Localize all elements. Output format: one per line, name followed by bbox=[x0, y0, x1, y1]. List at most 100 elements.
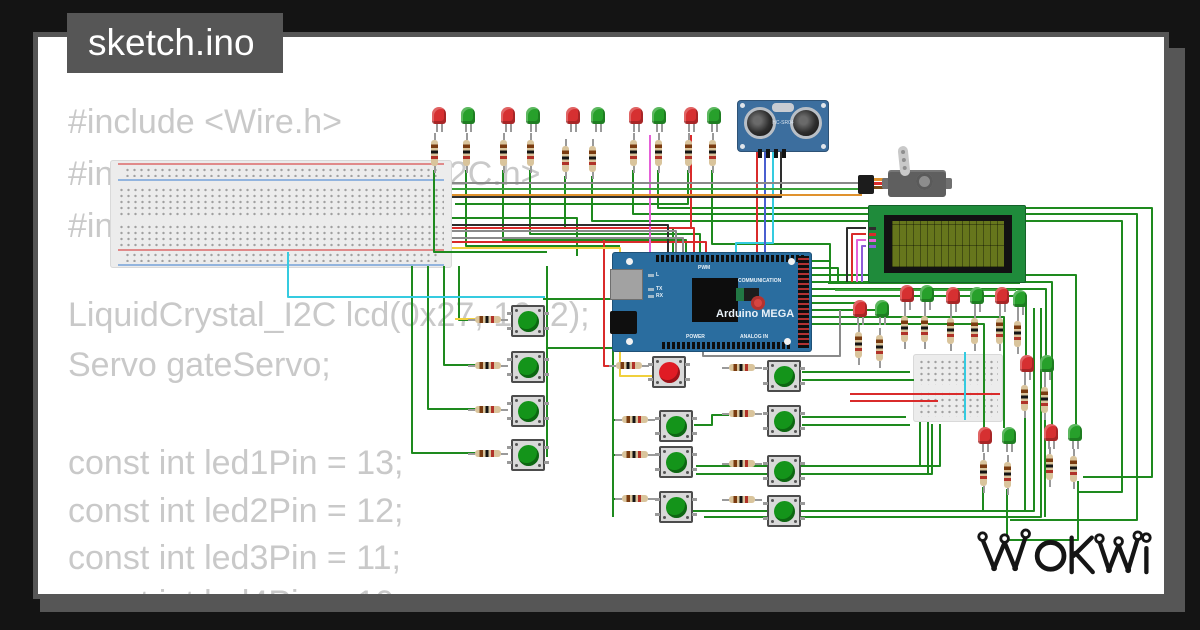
resistor[interactable] bbox=[722, 364, 762, 371]
led-green[interactable] bbox=[1068, 424, 1082, 450]
led-red[interactable] bbox=[900, 285, 914, 311]
resistor[interactable] bbox=[630, 133, 637, 173]
pushbutton-green[interactable] bbox=[763, 405, 805, 437]
mounting-hole bbox=[740, 103, 745, 108]
resistor[interactable] bbox=[615, 495, 655, 502]
resistor[interactable] bbox=[562, 139, 569, 179]
led-red[interactable] bbox=[566, 107, 580, 133]
resistor[interactable] bbox=[1041, 380, 1048, 420]
resistor[interactable] bbox=[463, 133, 470, 173]
button-cap[interactable] bbox=[517, 356, 539, 378]
resistor[interactable] bbox=[722, 410, 762, 417]
resistor[interactable] bbox=[1046, 447, 1053, 487]
resistor[interactable] bbox=[971, 311, 978, 351]
led-green[interactable] bbox=[652, 107, 666, 133]
button-cap[interactable] bbox=[517, 310, 539, 332]
pushbutton-green[interactable] bbox=[507, 395, 549, 427]
led-red[interactable] bbox=[1044, 424, 1058, 450]
led-green[interactable] bbox=[591, 107, 605, 133]
pushbutton-green[interactable] bbox=[655, 491, 697, 523]
resistor[interactable] bbox=[615, 451, 655, 458]
pushbutton-green[interactable] bbox=[507, 439, 549, 471]
pushbutton-green[interactable] bbox=[763, 495, 805, 527]
led-red[interactable] bbox=[946, 287, 960, 313]
led-red[interactable] bbox=[1020, 355, 1034, 381]
resistor[interactable] bbox=[468, 316, 508, 323]
led-green[interactable] bbox=[1002, 427, 1016, 453]
resistor[interactable] bbox=[709, 133, 716, 173]
led-red[interactable] bbox=[978, 427, 992, 453]
led-green[interactable] bbox=[875, 300, 889, 326]
resistor[interactable] bbox=[996, 311, 1003, 351]
breadboard[interactable] bbox=[110, 160, 452, 268]
resistor[interactable] bbox=[468, 450, 508, 457]
button-leg bbox=[763, 462, 768, 465]
filename-badge: sketch.ino bbox=[67, 13, 283, 73]
ultrasonic-sensor-hcsr04[interactable]: HC-SR04 bbox=[737, 100, 829, 158]
led-red[interactable] bbox=[684, 107, 698, 133]
pushbutton-green[interactable] bbox=[655, 410, 697, 442]
resistor[interactable] bbox=[468, 362, 508, 369]
button-cap[interactable] bbox=[665, 496, 687, 518]
resistor[interactable] bbox=[1014, 314, 1021, 354]
resistor[interactable] bbox=[655, 133, 662, 173]
led-green[interactable] bbox=[707, 107, 721, 133]
button-cap[interactable] bbox=[773, 500, 795, 522]
led-red[interactable] bbox=[501, 107, 515, 133]
resistor[interactable] bbox=[1021, 378, 1028, 418]
led-bulb bbox=[707, 107, 721, 124]
pushbutton-green[interactable] bbox=[763, 455, 805, 487]
led-green[interactable] bbox=[970, 287, 984, 313]
resistor[interactable] bbox=[500, 133, 507, 173]
button-cap[interactable] bbox=[665, 415, 687, 437]
button-cap[interactable] bbox=[658, 361, 680, 383]
pushbutton-green[interactable] bbox=[507, 305, 549, 337]
led-red[interactable] bbox=[432, 107, 446, 133]
resistor[interactable] bbox=[722, 460, 762, 467]
pushbutton-green[interactable] bbox=[763, 360, 805, 392]
lcd1602-display[interactable] bbox=[868, 205, 1026, 283]
resistor[interactable] bbox=[980, 453, 987, 493]
led-green[interactable] bbox=[920, 285, 934, 311]
resistor[interactable] bbox=[527, 133, 534, 173]
led-green[interactable] bbox=[461, 107, 475, 133]
button-pin-dot bbox=[771, 459, 774, 462]
resistor[interactable] bbox=[855, 325, 862, 365]
resistor[interactable] bbox=[1070, 449, 1077, 489]
pushbutton-red[interactable] bbox=[648, 356, 690, 388]
wokwi-logo: WOKWI bbox=[973, 522, 1155, 582]
led-lead bbox=[929, 302, 931, 310]
led-lead bbox=[656, 124, 658, 132]
resistor[interactable] bbox=[431, 133, 438, 173]
button-cap[interactable] bbox=[773, 365, 795, 387]
resistor[interactable] bbox=[1004, 455, 1011, 495]
resistor[interactable] bbox=[876, 328, 883, 368]
led-green[interactable] bbox=[1013, 290, 1027, 316]
resistor[interactable] bbox=[685, 133, 692, 173]
button-cap[interactable] bbox=[517, 400, 539, 422]
led-green[interactable] bbox=[526, 107, 540, 133]
button-cap[interactable] bbox=[665, 451, 687, 473]
button-cap[interactable] bbox=[773, 460, 795, 482]
led-red[interactable] bbox=[853, 300, 867, 326]
button-pin-dot bbox=[771, 364, 774, 367]
pushbutton-green[interactable] bbox=[507, 351, 549, 383]
led-bulb bbox=[629, 107, 643, 124]
resistor[interactable] bbox=[722, 496, 762, 503]
led-red[interactable] bbox=[629, 107, 643, 133]
pushbutton-green[interactable] bbox=[655, 446, 697, 478]
button-cap[interactable] bbox=[517, 444, 539, 466]
resistor[interactable] bbox=[921, 309, 928, 349]
rail-holes bbox=[124, 167, 438, 177]
led-red[interactable] bbox=[995, 287, 1009, 313]
resistor[interactable] bbox=[615, 416, 655, 423]
resistor[interactable] bbox=[947, 311, 954, 351]
resistor[interactable] bbox=[589, 139, 596, 179]
led-green[interactable] bbox=[1040, 355, 1054, 381]
resistor[interactable] bbox=[468, 406, 508, 413]
servo-motor[interactable] bbox=[858, 145, 954, 200]
resistor[interactable] bbox=[901, 309, 908, 349]
button-cap[interactable] bbox=[773, 410, 795, 432]
resistor[interactable] bbox=[609, 362, 649, 369]
